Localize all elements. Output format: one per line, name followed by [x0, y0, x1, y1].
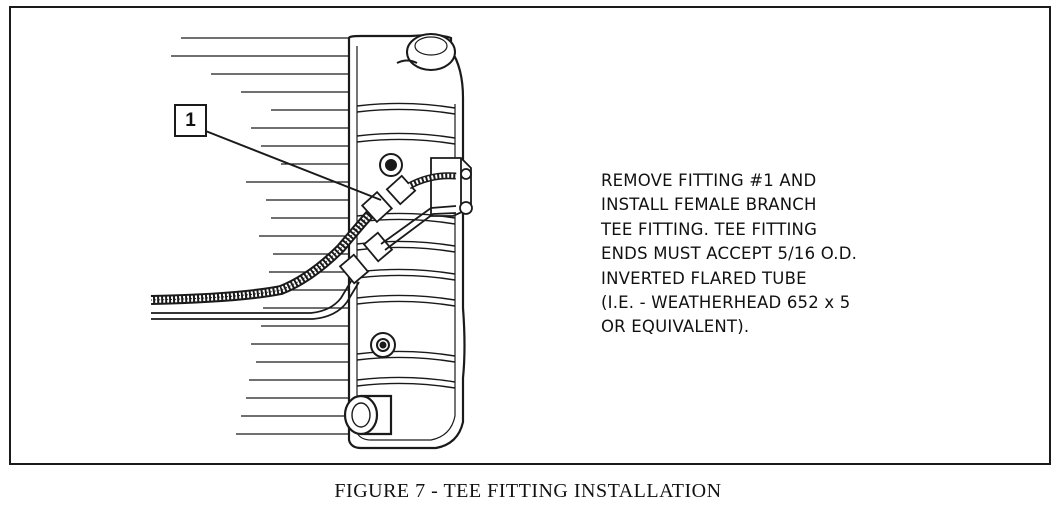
instruction-line: INSTALL FEMALE BRANCH [601, 195, 817, 215]
instruction-line: OR EQUIVALENT). [601, 317, 750, 337]
lower-drain-boss [370, 332, 396, 358]
radiator-cap [396, 33, 456, 71]
steel-tube [151, 277, 360, 320]
upper-line-fittings [360, 172, 457, 224]
radiator-core-fins [171, 37, 349, 435]
callout-number-box: 1 [174, 104, 207, 137]
instruction-line: INVERTED FLARED TUBE [601, 268, 807, 288]
outlet-pipe [343, 394, 393, 436]
tank-ribs [356, 102, 456, 389]
figure-frame: 1 REMOVE FITTING #1 AND INSTALL FEMALE B… [9, 6, 1051, 465]
radiator-illustration [150, 33, 473, 450]
upper-fitting-boss [379, 153, 403, 177]
instruction-line: ENDS MUST ACCEPT 5/16 O.D. [601, 244, 858, 264]
instruction-text: REMOVE FITTING #1 AND INSTALL FEMALE BRA… [601, 169, 961, 340]
line-clamp-bracket [430, 157, 473, 217]
figure-caption: FIGURE 7 - TEE FITTING INSTALLATION [334, 480, 722, 502]
braided-hose [150, 200, 383, 305]
callout-number: 1 [185, 110, 196, 131]
instruction-line: REMOVE FITTING #1 AND [601, 171, 817, 190]
instruction-line: (I.E. - WEATHERHEAD 652 x 5 [601, 293, 851, 313]
callout-leader-line [197, 127, 382, 201]
instruction-line: TEE FITTING. TEE FITTING [601, 219, 818, 239]
lower-line-fittings [338, 205, 457, 285]
